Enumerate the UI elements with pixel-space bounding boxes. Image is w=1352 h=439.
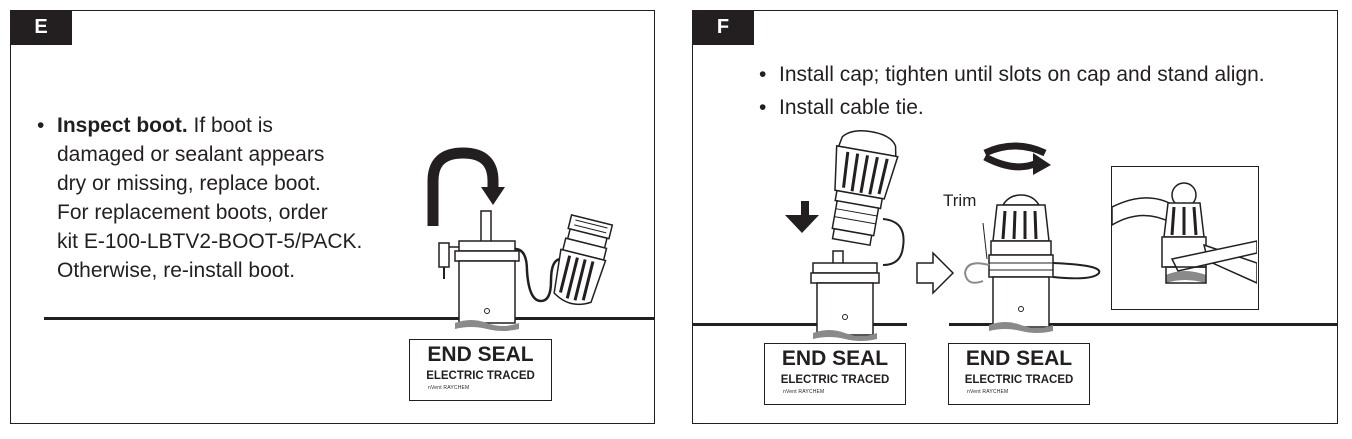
install-cap-instruction: Install cap; tighten until slots on cap … xyxy=(757,58,1327,91)
label-subtitle: ELECTRIC TRACED xyxy=(964,374,1074,386)
install-cable-tie-instruction: Install cable tie. xyxy=(757,91,1327,124)
cap-install-illustration xyxy=(785,130,905,341)
end-seal-label-left: END SEAL ELECTRIC TRACED nVent RAYCHEM xyxy=(764,343,906,405)
boot-removal-illustration xyxy=(427,147,614,331)
inspect-boot-heading: Inspect boot. xyxy=(57,114,188,137)
label-title: END SEAL xyxy=(965,347,1073,370)
curved-arrow-icon xyxy=(427,147,499,226)
step-e-tag: E xyxy=(10,10,72,45)
label-subtitle: ELECTRIC TRACED xyxy=(780,374,890,386)
pipe-surface-line-right xyxy=(949,323,1337,326)
inspect-boot-instruction: Inspect boot. If boot is damaged or seala… xyxy=(35,111,380,285)
detail-inset xyxy=(1111,166,1259,310)
instruction-line-6: Otherwise, re-install boot. xyxy=(57,259,296,282)
rotate-arrow-icon xyxy=(983,142,1051,175)
label-title: END SEAL xyxy=(781,347,889,370)
end-seal-stand-icon xyxy=(454,240,520,331)
trim-label: Trim xyxy=(943,191,977,210)
down-arrow-icon xyxy=(785,201,819,233)
end-seal-stand-icon xyxy=(810,262,880,341)
label-subtitle: ELECTRIC TRACED xyxy=(426,370,535,382)
pipe-surface-line-left xyxy=(693,323,907,326)
instruction-line-4: For replacement boots, order xyxy=(57,201,328,224)
nvent-raychem-logo: nVent RAYCHEM xyxy=(428,385,470,391)
label-title: END SEAL xyxy=(427,343,534,366)
instruction-line-5: kit E-100-LBTV2-BOOT-5/PACK. xyxy=(57,230,363,253)
next-step-arrow-icon xyxy=(916,251,955,295)
end-seal-label-right: END SEAL ELECTRIC TRACED nVent RAYCHEM xyxy=(948,343,1090,405)
cap-icon xyxy=(831,130,899,247)
step-e-panel: E Inspect boot. If boot is damaged or sea… xyxy=(10,10,655,424)
trimmed-tie-icon xyxy=(963,262,990,284)
cutter-detail-illustration xyxy=(1112,182,1257,284)
end-seal-stand-icon xyxy=(989,276,1053,333)
step-f-instructions: Install cap; tighten until slots on cap … xyxy=(757,58,1327,124)
pipe-surface-line xyxy=(44,317,654,320)
boot-icon xyxy=(553,214,614,306)
instruction-line-3: dry or missing, replace boot. xyxy=(57,172,321,195)
nvent-raychem-logo: nVent RAYCHEM xyxy=(967,389,1009,395)
cap-icon xyxy=(988,194,1054,278)
instruction-line-1: If boot is xyxy=(187,114,273,137)
tighten-cap-illustration xyxy=(963,142,1101,333)
nvent-raychem-logo: nVent RAYCHEM xyxy=(783,389,825,395)
step-f-panel: F Install cap; tighten until slots on ca… xyxy=(692,10,1338,424)
end-seal-label: END SEAL ELECTRIC TRACED nVent RAYCHEM xyxy=(409,339,552,401)
instruction-line-2: damaged or sealant appears xyxy=(57,143,325,166)
step-e-instructions: Inspect boot. If boot is damaged or seala… xyxy=(35,111,380,285)
step-f-tag: F xyxy=(692,10,754,45)
cable-tie-icon xyxy=(1052,262,1101,280)
